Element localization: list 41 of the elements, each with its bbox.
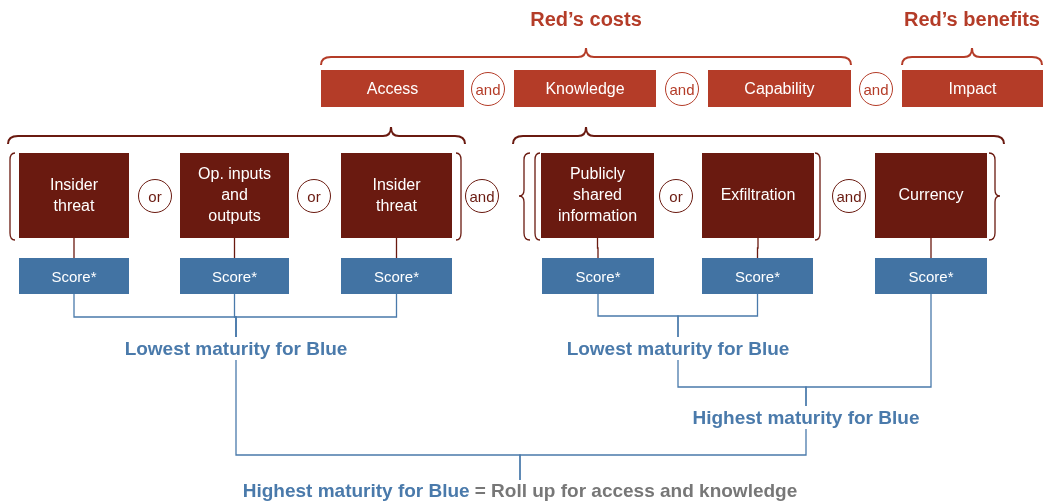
threat-box: Exfiltration xyxy=(702,153,814,238)
connector-line xyxy=(519,428,807,481)
factor-box: Impact xyxy=(902,70,1043,107)
result-label: Lowest maturity for Blue xyxy=(542,337,814,360)
threat-box: Currency xyxy=(875,153,987,238)
threat-box: Publicly shared information xyxy=(541,153,654,238)
rollup-note: = Roll up for access and knowledge xyxy=(474,480,798,502)
score-box: Score* xyxy=(341,258,452,294)
result-label: Highest maturity for Blue xyxy=(242,480,470,502)
connector-line xyxy=(235,293,398,338)
group-heading: Red’s benefits xyxy=(903,8,1041,31)
score-box: Score* xyxy=(180,258,289,294)
score-box: Score* xyxy=(19,258,129,294)
connector-line xyxy=(756,237,759,259)
connector-line xyxy=(930,237,932,259)
operator-circle: or xyxy=(138,179,172,213)
connector-line xyxy=(677,293,759,338)
score-box: Score* xyxy=(702,258,813,294)
connector-line xyxy=(596,237,599,259)
connector-line xyxy=(805,293,932,407)
factor-box: Knowledge xyxy=(514,70,656,107)
result-label: Lowest maturity for Blue xyxy=(100,337,372,360)
result-label: Highest maturity for Blue xyxy=(670,406,942,429)
score-box: Score* xyxy=(542,258,654,294)
factor-box: Capability xyxy=(708,70,851,107)
connector-line xyxy=(395,237,398,259)
connector-line xyxy=(233,237,236,259)
score-box: Score* xyxy=(875,258,987,294)
operator-circle: or xyxy=(659,179,693,213)
threat-box: Insider threat xyxy=(19,153,129,238)
operator-circle: or xyxy=(297,179,331,213)
operator-circle: and xyxy=(471,72,505,106)
operator-circle: and xyxy=(665,72,699,106)
connector-line xyxy=(73,237,75,259)
operator-circle: and xyxy=(832,179,866,213)
threat-box: Insider threat xyxy=(341,153,452,238)
threat-box: Op. inputs and outputs xyxy=(180,153,289,238)
operator-circle: and xyxy=(465,179,499,213)
factor-box: Access xyxy=(321,70,464,107)
operator-circle: and xyxy=(859,72,893,106)
group-heading: Red’s costs xyxy=(529,8,643,31)
